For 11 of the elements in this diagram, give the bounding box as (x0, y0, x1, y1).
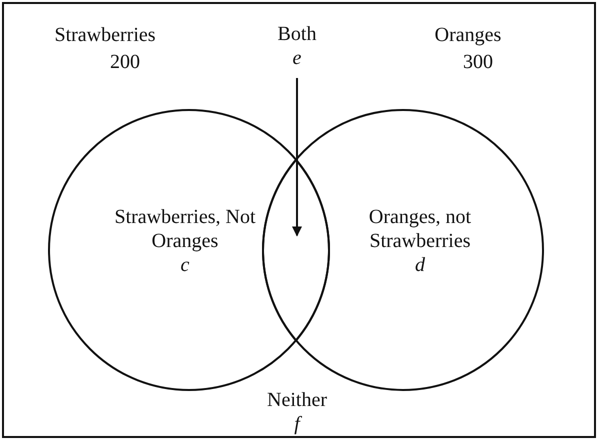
overlap-label: Both (276, 22, 318, 46)
region-variable: c (180, 253, 190, 277)
set-count: 300 (463, 50, 493, 74)
set-count: 200 (110, 50, 140, 74)
outside-variable: f (294, 412, 300, 436)
set-label: Strawberries (54, 23, 156, 47)
outside-label: Neither (267, 388, 327, 412)
overlap-variable: e (292, 46, 302, 70)
region-variable: d (414, 253, 426, 277)
set-label: Oranges (434, 23, 502, 47)
arrow (292, 78, 302, 237)
